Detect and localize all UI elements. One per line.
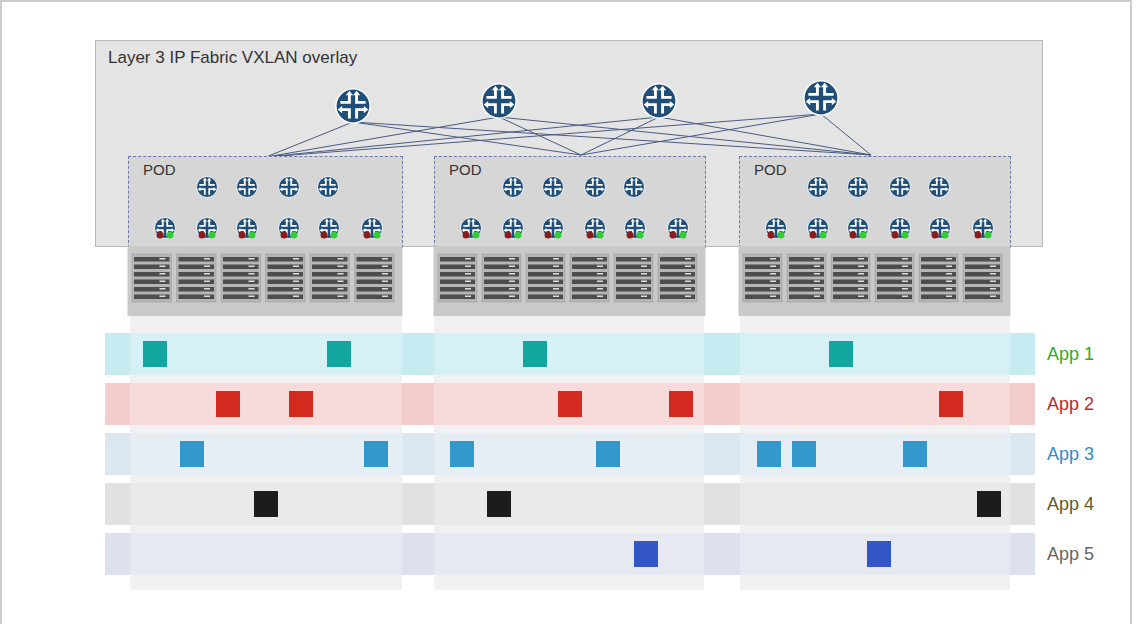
router-icon (197, 177, 218, 198)
app-instance (939, 391, 963, 417)
band-art (105, 333, 1035, 375)
app-instance (487, 491, 511, 517)
router-icon (642, 84, 676, 118)
pod-label: POD (143, 161, 176, 178)
router-icon (929, 177, 950, 198)
router-icon (503, 177, 524, 198)
pod-box: POD (128, 156, 403, 248)
app-label: App 1 (1047, 344, 1094, 365)
router-icon (543, 218, 564, 239)
router-icon (804, 81, 838, 115)
app-instance (867, 541, 891, 567)
router-icon (237, 177, 258, 198)
panel-title: Layer 3 IP Fabric VXLAN overlay (108, 48, 357, 68)
router-icon (625, 218, 646, 239)
router-icon (503, 218, 524, 239)
fabric-link (353, 122, 581, 155)
band-art (105, 483, 1035, 525)
app-instance (143, 341, 167, 367)
router-icon (461, 218, 482, 239)
app-band: App 5 (105, 533, 1035, 575)
app-instance (364, 441, 388, 467)
app-instance (216, 391, 240, 417)
fabric-panel: Layer 3 IP Fabric VXLAN overlayPOD POD POD (95, 40, 1043, 247)
app-instance (450, 441, 474, 467)
fabric-link (821, 114, 871, 155)
router-icon (890, 218, 911, 239)
router-icon (237, 218, 258, 239)
router-icon (279, 177, 300, 198)
router-icon (318, 177, 339, 198)
router-icon (585, 218, 606, 239)
app-instance (254, 491, 278, 517)
router-icon (848, 177, 869, 198)
pod-box: POD (434, 156, 706, 248)
router-icon (362, 218, 383, 239)
app-instance (289, 391, 313, 417)
app-instance (523, 341, 547, 367)
app-band: App 1 (105, 333, 1035, 375)
router-icon (808, 177, 829, 198)
app-instance (792, 441, 816, 467)
router-icon (624, 177, 645, 198)
app-label: App 2 (1047, 394, 1094, 415)
fabric-link (581, 114, 821, 155)
app-instance (829, 341, 853, 367)
app-band: App 3 (105, 433, 1035, 475)
app-label: App 3 (1047, 444, 1094, 465)
app-instance (977, 491, 1001, 517)
router-icon (766, 218, 787, 239)
band-art (105, 533, 1035, 575)
band-art (105, 433, 1035, 475)
router-icon (197, 218, 218, 239)
app-label: App 4 (1047, 494, 1094, 515)
pod-label: POD (754, 161, 787, 178)
app-instance (180, 441, 204, 467)
pod-art (129, 157, 404, 317)
fabric-link (266, 117, 659, 157)
router-icon (930, 218, 951, 239)
router-icon (973, 218, 994, 239)
app-instance (596, 441, 620, 467)
router-icon (668, 218, 689, 239)
app-instance (327, 341, 351, 367)
router-icon (319, 218, 340, 239)
app-band: App 4 (105, 483, 1035, 525)
router-icon (848, 218, 869, 239)
app-instance (669, 391, 693, 417)
router-icon (543, 177, 564, 198)
app-band: App 2 (105, 383, 1035, 425)
router-icon (585, 177, 606, 198)
router-icon (336, 89, 370, 123)
router-icon (808, 218, 829, 239)
router-icon (482, 84, 516, 118)
fabric-link (499, 117, 871, 155)
pod-art (435, 157, 707, 317)
router-icon (279, 218, 300, 239)
router-icon (890, 177, 911, 198)
band-art (105, 383, 1035, 425)
pod-label: POD (449, 161, 482, 178)
router-icon (155, 218, 176, 239)
app-instance (634, 541, 658, 567)
pod-box: POD (739, 156, 1011, 248)
app-instance (757, 441, 781, 467)
app-label: App 5 (1047, 544, 1094, 565)
app-instance (558, 391, 582, 417)
app-instance (903, 441, 927, 467)
fabric-link (581, 117, 659, 155)
pod-art (740, 157, 1012, 317)
